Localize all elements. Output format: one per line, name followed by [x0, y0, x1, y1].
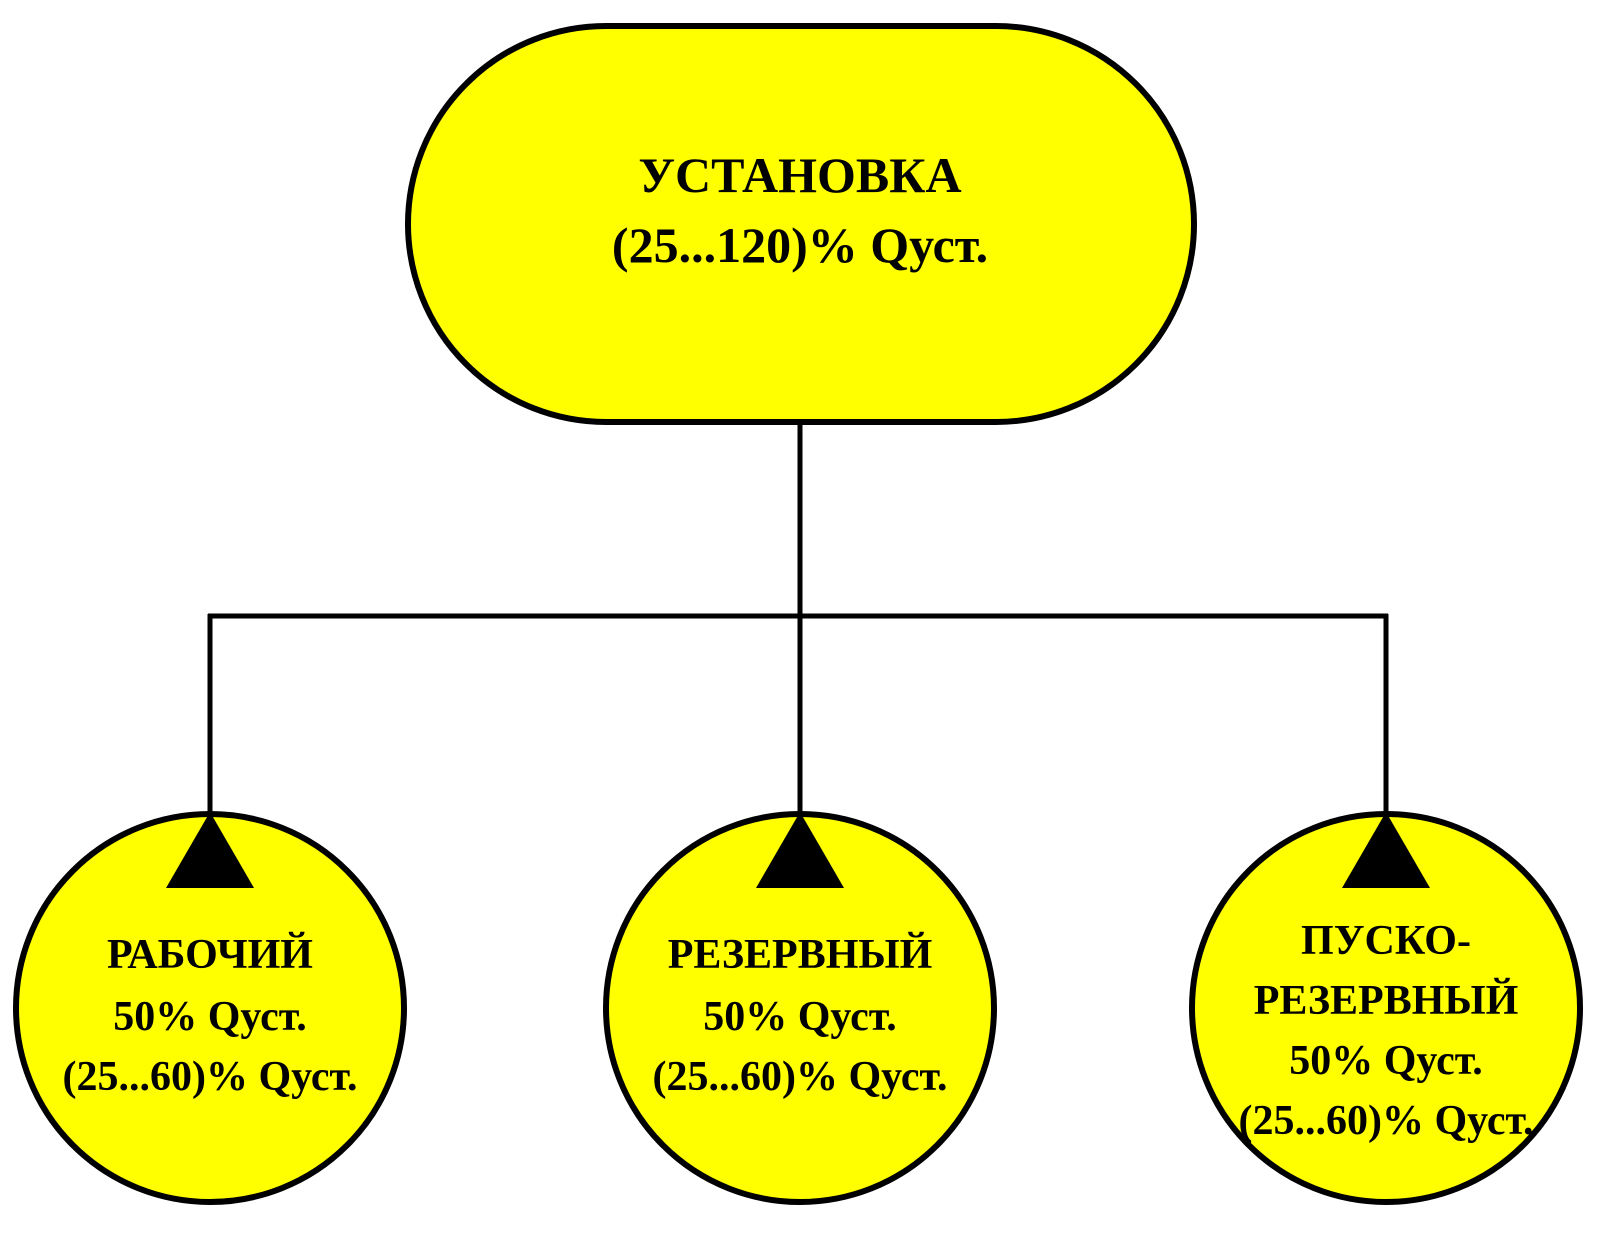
child-share: 50% Qуст.	[703, 994, 897, 1040]
root-title: УСТАНОВКА	[638, 147, 961, 203]
triangle-icon	[756, 812, 844, 888]
child-node-reserve: РЕЗЕРВНЫЙ 50% Qуст. (25...60)% Qуст.	[603, 811, 997, 1205]
child-share: 50% Qуст.	[1289, 1038, 1483, 1084]
child-title-line: РЕЗЕРВНЫЙ	[668, 932, 933, 978]
root-range: (25...120)% Qуст.	[612, 217, 988, 273]
connectors	[207, 422, 1389, 812]
child-node-start-reserve: ПУСКО- РЕЗЕРВНЫЙ 50% Qуст. (25...60)% Qу…	[1189, 811, 1583, 1205]
child-range: (25...60)% Qуст.	[63, 1054, 358, 1100]
triangle-icon	[1342, 812, 1430, 888]
child-range: (25...60)% Qуст.	[653, 1054, 948, 1100]
child-title-line: РАБОЧИЙ	[107, 932, 313, 978]
child-title-line: РЕЗЕРВНЫЙ	[1254, 978, 1519, 1024]
child-range: (25...60)% Qуст.	[1239, 1098, 1534, 1144]
root-node-shape	[405, 23, 1197, 425]
child-title-line: ПУСКО-	[1301, 918, 1471, 964]
triangle-icon	[166, 812, 254, 888]
child-node-working: РАБОЧИЙ 50% Qуст. (25...60)% Qуст.	[13, 811, 407, 1205]
child-share: 50% Qуст.	[113, 994, 307, 1040]
root-node: УСТАНОВКА (25...120)% Qуст.	[405, 23, 1197, 425]
